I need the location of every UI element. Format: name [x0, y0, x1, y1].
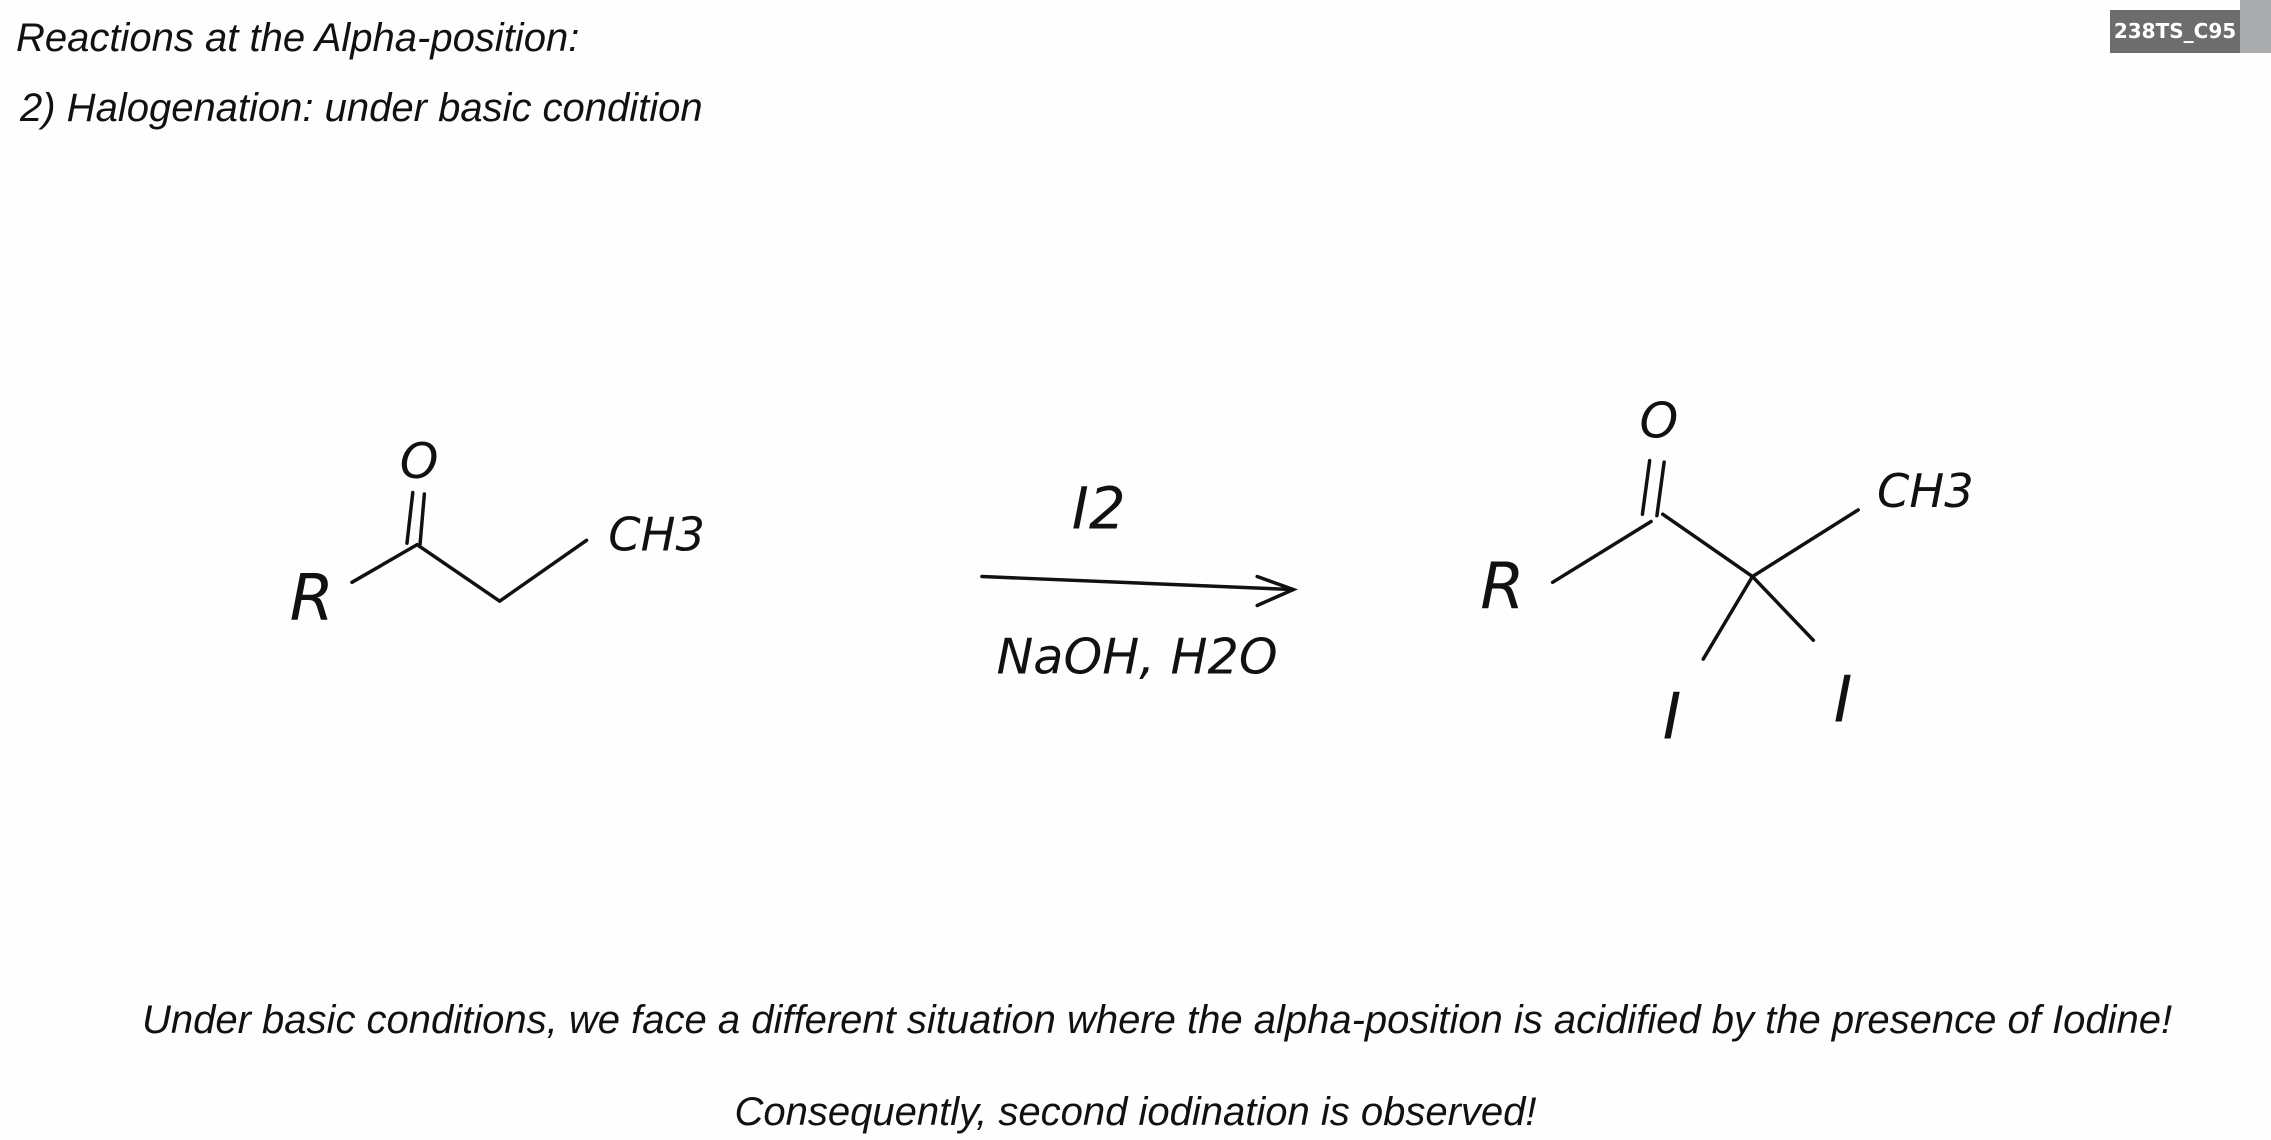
reactant-carbonyl-2: [418, 492, 427, 547]
product-o-label: O: [1640, 391, 1679, 449]
reactant-skeleton: [350, 538, 589, 604]
explanation-line-2: Consequently, second iodination is obser…: [734, 1090, 1537, 1134]
reactant-ch3-label: CH3: [608, 507, 705, 561]
reactant-carbonyl-1: [405, 490, 415, 545]
slide-subtitle: 2) Halogenation: under basic condition: [20, 86, 703, 130]
slide-title: Reactions at the Alpha-position:: [16, 16, 580, 60]
reagent-iodine: I2: [1072, 475, 1126, 543]
reactant-o-label: O: [400, 432, 439, 490]
product-iodine-2: I: [1834, 663, 1853, 737]
reactant-r-label: R: [290, 562, 334, 636]
video-label-badge: 238TS_C95: [2110, 10, 2240, 53]
product-ch3-label: CH3: [1877, 464, 1974, 518]
explanation-line-1: Under basic conditions, we face a differ…: [142, 998, 2173, 1042]
video-edge: [2240, 0, 2271, 53]
reaction-arrow: [980, 574, 1296, 592]
arrow-head: [1255, 574, 1299, 608]
product-iodine-1: I: [1663, 681, 1682, 755]
product-r-label: R: [1480, 550, 1524, 624]
reagent-base: NaOH, H2O: [996, 628, 1277, 686]
